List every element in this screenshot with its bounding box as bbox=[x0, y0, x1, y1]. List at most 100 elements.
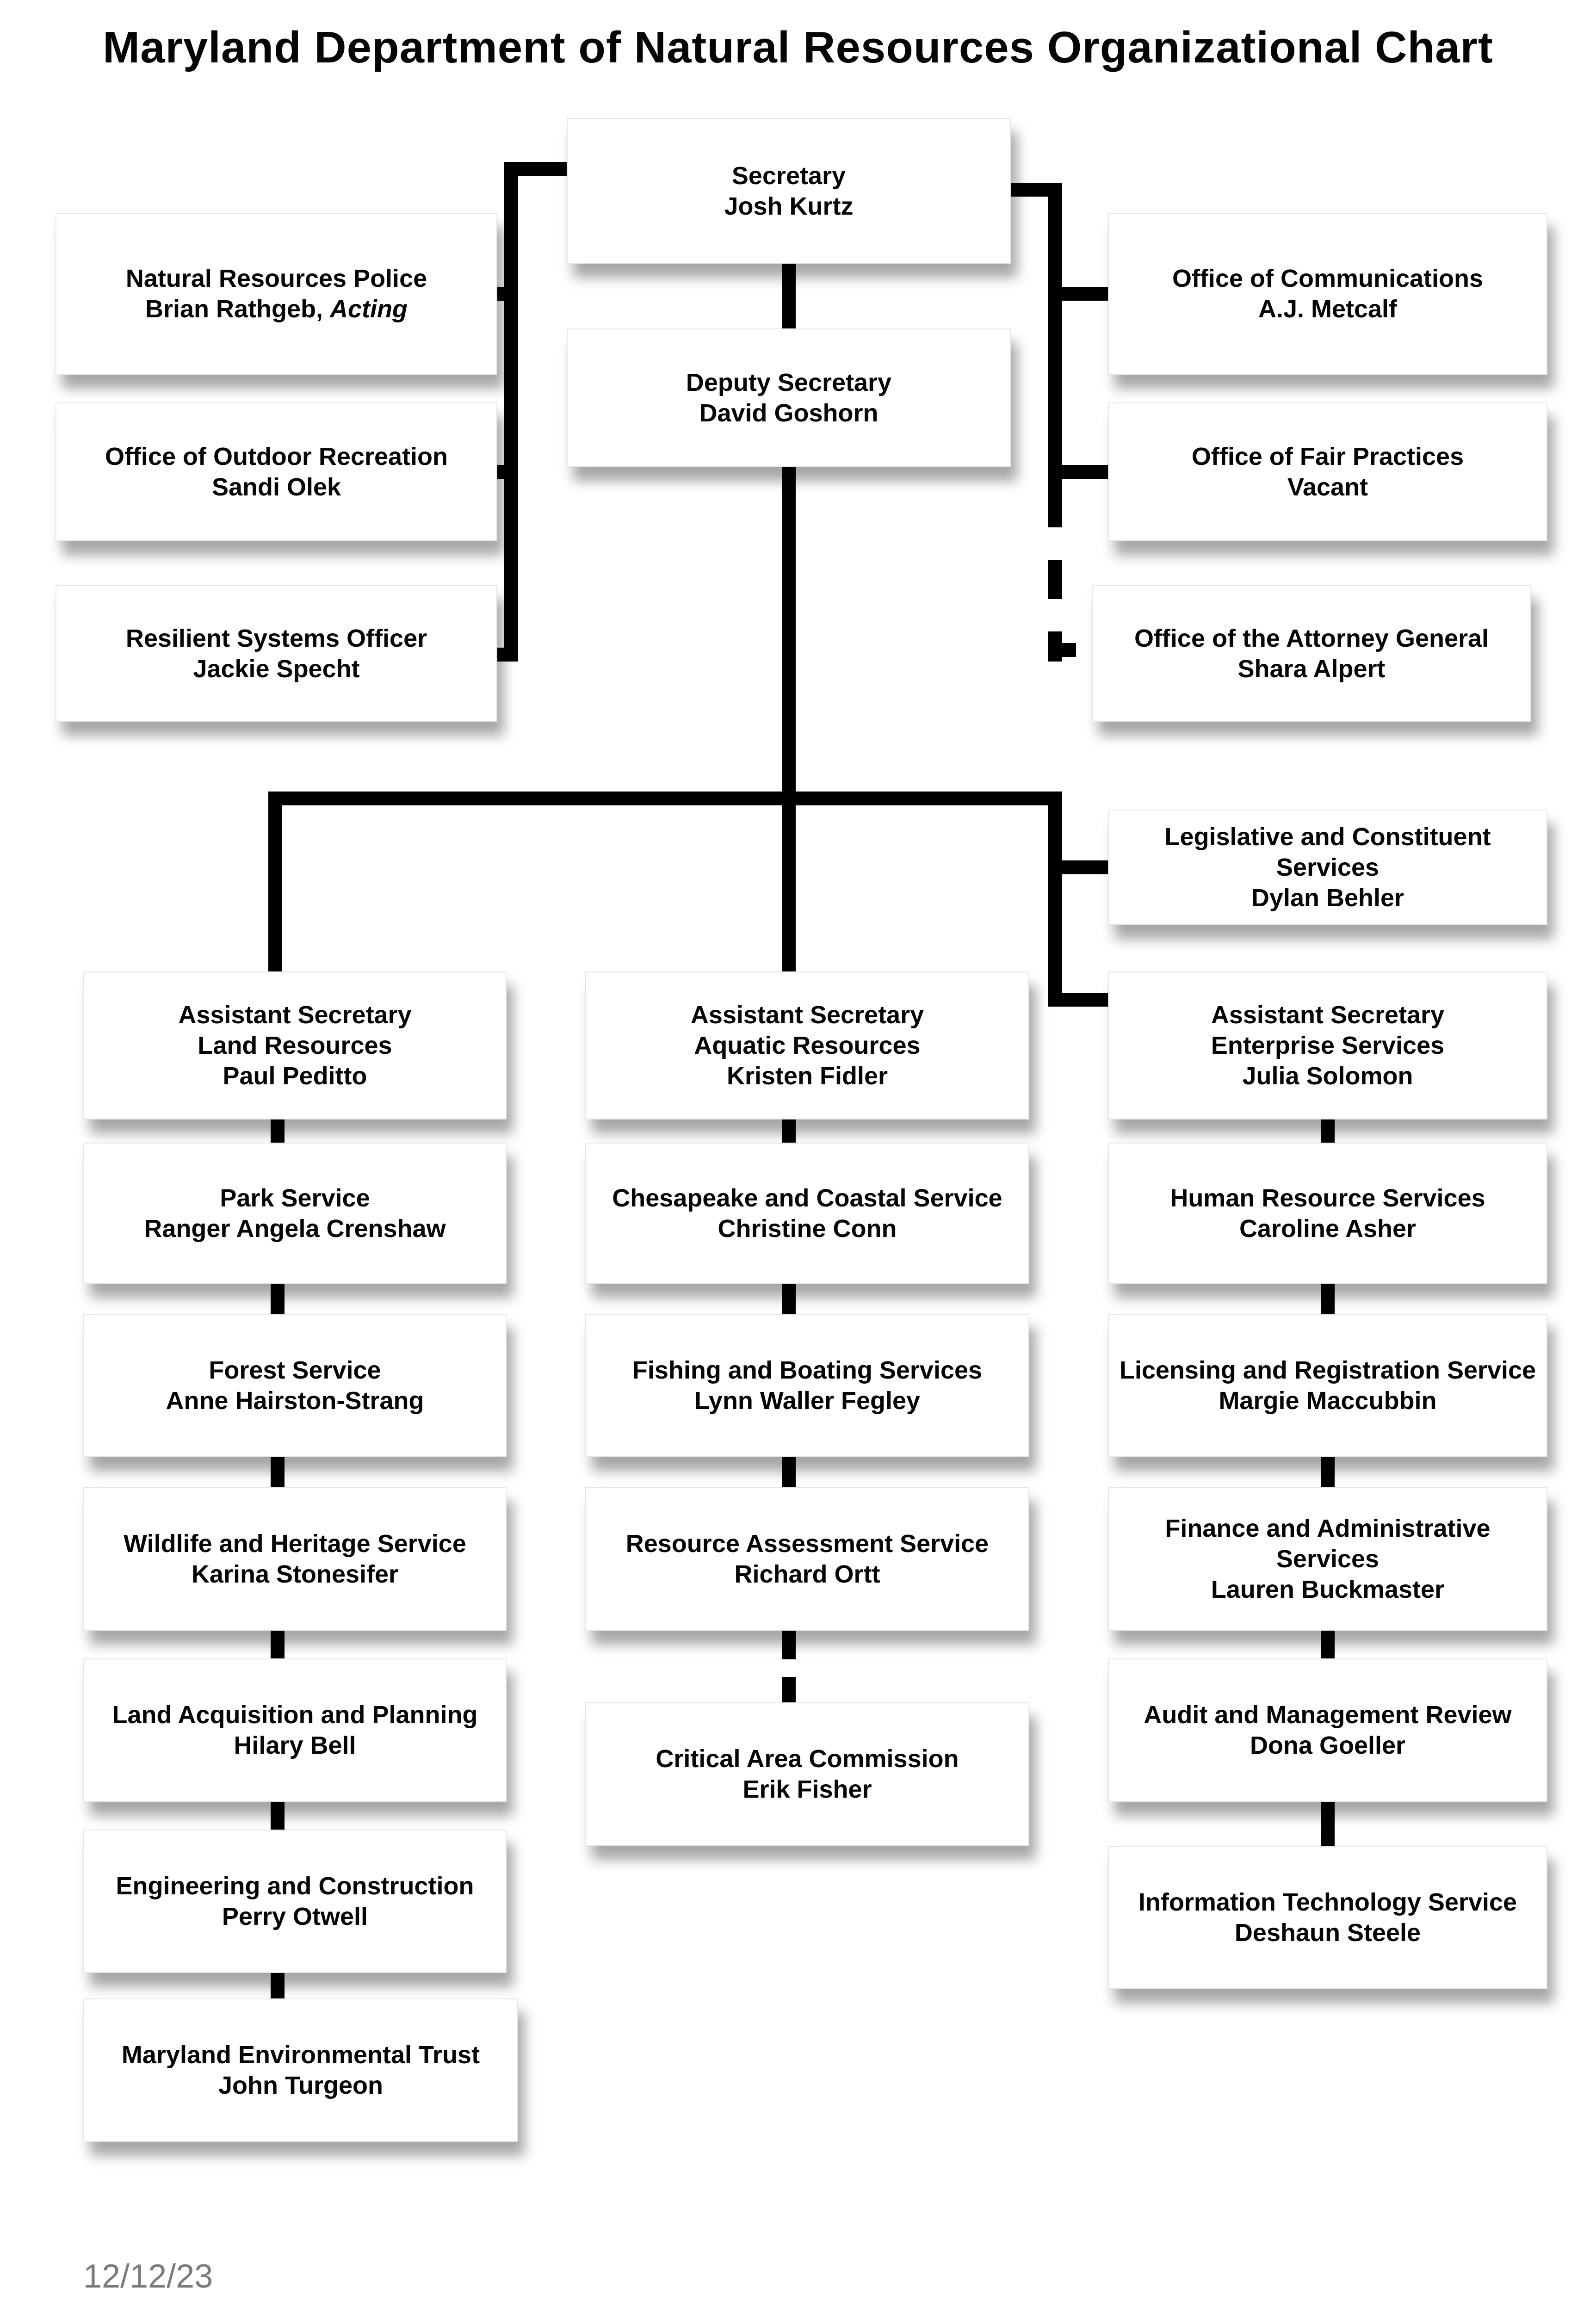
org-box-critical-area: Critical Area Commission Erik Fisher bbox=[585, 1702, 1029, 1846]
org-box-outdoor-recreation: Office of Outdoor Recreation Sandi Olek bbox=[56, 402, 497, 541]
box-title: Chesapeake and Coastal Service bbox=[612, 1184, 1002, 1212]
box-title: Fishing and Boating Services bbox=[632, 1356, 983, 1384]
box-name: Dona Goeller bbox=[1250, 1732, 1406, 1759]
box-title: Assistant Secretary bbox=[1211, 1001, 1445, 1029]
box-name: Deshaun Steele bbox=[1234, 1919, 1421, 1947]
connector-dashed-resource-critical bbox=[782, 1631, 796, 1705]
box-title: Office of the Attorney General bbox=[1134, 624, 1489, 652]
box-title: Office of Outdoor Recreation bbox=[105, 443, 448, 470]
org-box-licensing: Licensing and Registration Service Margi… bbox=[1108, 1314, 1547, 1457]
box-title: Licensing and Registration Service bbox=[1119, 1356, 1536, 1384]
box-name: Lauren Buckmaster bbox=[1211, 1576, 1445, 1603]
connector-drop-left bbox=[268, 792, 282, 971]
org-box-engineering: Engineering and Construction Perry Otwel… bbox=[83, 1830, 507, 1973]
box-name: Margie Maccubbin bbox=[1219, 1387, 1437, 1415]
box-name: Christine Conn bbox=[718, 1214, 897, 1243]
box-name: Karina Stonesifer bbox=[191, 1560, 399, 1588]
org-box-resilient-systems: Resilient Systems Officer Jackie Specht bbox=[56, 585, 497, 722]
org-box-audit-management: Audit and Management Review Dona Goeller bbox=[1108, 1658, 1547, 1802]
org-box-attorney-general: Office of the Attorney General Shara Alp… bbox=[1092, 585, 1531, 722]
connector-stub-legislative bbox=[1048, 860, 1108, 874]
box-name: A.J. Metcalf bbox=[1258, 295, 1398, 323]
box-name: Perry Otwell bbox=[222, 1903, 368, 1930]
box-title: Resilient Systems Officer bbox=[125, 624, 427, 652]
box-subtitle: Enterprise Services bbox=[1211, 1032, 1445, 1059]
box-name: Caroline Asher bbox=[1239, 1214, 1417, 1243]
connector-finance-audit bbox=[1321, 1631, 1335, 1661]
box-title: Secretary bbox=[731, 161, 846, 190]
org-box-natural-resources-police: Natural Resources Police Brian Rathgeb, … bbox=[56, 213, 497, 375]
connector-fishing-resource bbox=[782, 1457, 796, 1490]
box-title: Human Resource Services bbox=[1170, 1184, 1485, 1212]
box-title: Critical Area Commission bbox=[656, 1745, 959, 1773]
box-name: Kristen Fidler bbox=[726, 1062, 888, 1090]
connector-deputy-trunk bbox=[782, 467, 796, 971]
box-name: Sandi Olek bbox=[211, 473, 341, 501]
org-box-legislative: Legislative and Constituent Services Dyl… bbox=[1108, 810, 1547, 925]
org-box-land-acquisition: Land Acquisition and Planning Hilary Bel… bbox=[83, 1658, 507, 1802]
org-box-secretary: Secretary Josh Kurtz bbox=[567, 118, 1011, 264]
org-box-wildlife-heritage: Wildlife and Heritage Service Karina Sto… bbox=[83, 1487, 507, 1631]
org-box-information-technology: Information Technology Service Deshaun S… bbox=[1108, 1846, 1547, 1989]
org-box-chesapeake-coastal: Chesapeake and Coastal Service Christine… bbox=[585, 1143, 1029, 1284]
box-name: Ranger Angela Crenshaw bbox=[144, 1214, 446, 1243]
connector-drop-right bbox=[1048, 792, 1062, 1007]
box-title: Audit and Management Review bbox=[1144, 1701, 1512, 1729]
connector-land-park bbox=[271, 1119, 285, 1145]
connector-stub-fair-practices bbox=[1048, 465, 1108, 479]
box-name: Jackie Specht bbox=[193, 655, 360, 683]
connector-dashed-attorney-general-h bbox=[1048, 643, 1092, 657]
org-box-asst-secretary-enterprise: Assistant Secretary Enterprise Services … bbox=[1108, 971, 1547, 1119]
connector-left-trunk bbox=[504, 162, 518, 662]
box-name: David Goshorn bbox=[699, 399, 878, 427]
connector-right-trunk bbox=[1048, 183, 1062, 488]
box-name: Hilary Bell bbox=[234, 1732, 356, 1759]
org-box-park-service: Park Service Ranger Angela Crenshaw bbox=[83, 1143, 507, 1284]
org-box-communications: Office of Communications A.J. Metcalf bbox=[1108, 213, 1547, 375]
box-title: Forest Service bbox=[209, 1356, 381, 1384]
box-title: Land Acquisition and Planning bbox=[112, 1701, 478, 1729]
connector-stub-communications bbox=[1048, 287, 1108, 301]
box-name: Shara Alpert bbox=[1237, 655, 1386, 683]
box-title: Natural Resources Police bbox=[125, 265, 427, 292]
acting-label: Acting bbox=[330, 295, 408, 323]
box-title: Legislative and Constituent Services bbox=[1164, 823, 1491, 881]
org-box-forest-service: Forest Service Anne Hairston-Strang bbox=[83, 1314, 507, 1457]
org-box-human-resources: Human Resource Services Caroline Asher bbox=[1108, 1143, 1547, 1284]
box-title: Information Technology Service bbox=[1138, 1888, 1517, 1916]
box-name: Dylan Behler bbox=[1251, 884, 1404, 912]
connector-secretary-deputy bbox=[782, 264, 796, 328]
box-name: Erik Fisher bbox=[742, 1775, 872, 1803]
org-box-deputy-secretary: Deputy Secretary David Goshorn bbox=[567, 328, 1011, 467]
org-box-environmental-trust: Maryland Environmental Trust John Turgeo… bbox=[83, 1998, 518, 2142]
box-title: Finance and Administrative Services bbox=[1165, 1515, 1491, 1573]
box-name: Lynn Waller Fegley bbox=[694, 1387, 921, 1415]
box-subtitle: Aquatic Resources bbox=[694, 1032, 921, 1059]
box-name: Vacant bbox=[1287, 473, 1368, 501]
box-title: Wildlife and Heritage Service bbox=[124, 1530, 466, 1558]
box-title: Office of Fair Practices bbox=[1191, 443, 1464, 470]
connector-forest-wildlife bbox=[271, 1457, 285, 1490]
connector-aquatic-chesapeake bbox=[782, 1119, 796, 1145]
org-box-asst-secretary-land: Assistant Secretary Land Resources Paul … bbox=[83, 971, 507, 1119]
connector-enterprise-hr bbox=[1321, 1119, 1335, 1145]
box-title: Assistant Secretary bbox=[178, 1001, 412, 1029]
box-name: Josh Kurtz bbox=[724, 192, 854, 220]
connector-wildlife-landacq bbox=[271, 1631, 285, 1661]
connector-dashed-attorney-general-v bbox=[1048, 488, 1062, 662]
box-name: Paul Peditto bbox=[223, 1062, 367, 1090]
connector-hr-licensing bbox=[1321, 1284, 1335, 1316]
org-box-fair-practices: Office of Fair Practices Vacant bbox=[1108, 402, 1547, 541]
org-box-fishing-boating: Fishing and Boating Services Lynn Waller… bbox=[585, 1314, 1029, 1457]
org-box-asst-secretary-aquatic: Assistant Secretary Aquatic Resources Kr… bbox=[585, 971, 1029, 1119]
org-box-finance-admin: Finance and Administrative Services Laur… bbox=[1108, 1487, 1547, 1631]
connector-chesapeake-fishing bbox=[782, 1284, 796, 1316]
org-box-resource-assessment: Resource Assessment Service Richard Ortt bbox=[585, 1487, 1029, 1631]
box-name: Brian Rathgeb, Acting bbox=[145, 295, 408, 323]
box-name: Anne Hairston-Strang bbox=[166, 1387, 424, 1415]
box-subtitle: Land Resources bbox=[198, 1032, 392, 1059]
page-title: Maryland Department of Natural Resources… bbox=[103, 23, 1493, 72]
box-title: Resource Assessment Service bbox=[625, 1530, 989, 1558]
box-title: Park Service bbox=[220, 1184, 370, 1212]
